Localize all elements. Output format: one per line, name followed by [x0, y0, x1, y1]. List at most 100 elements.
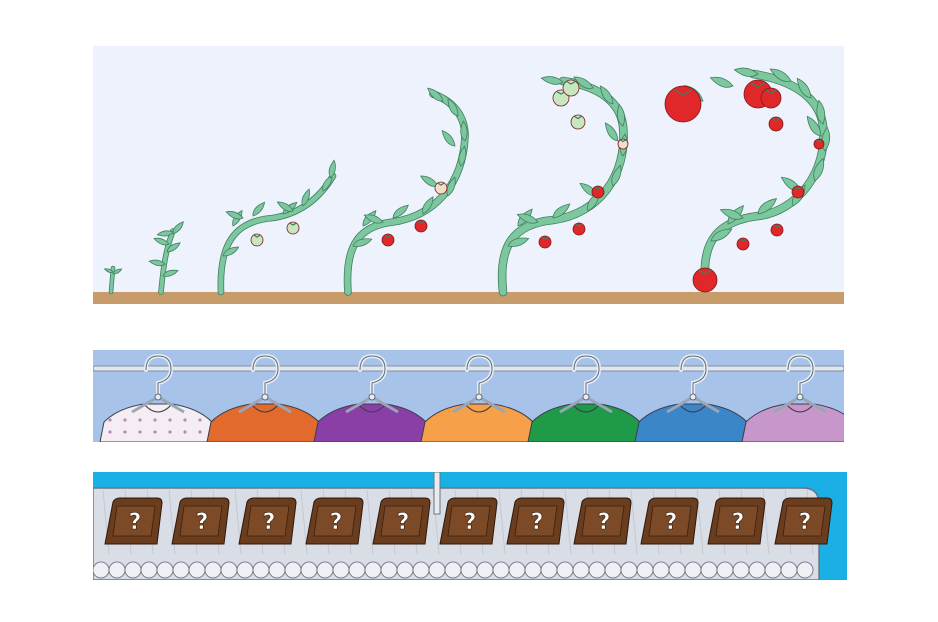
chocolate-question-mark: ? — [799, 510, 812, 535]
tomato — [562, 79, 580, 97]
tomato — [572, 222, 586, 236]
stem — [498, 77, 628, 296]
tomato-calyx — [673, 89, 693, 96]
shirt-dot — [198, 430, 202, 434]
leaf — [573, 76, 594, 89]
shirt-dot — [138, 430, 142, 434]
roller — [412, 561, 430, 579]
tomato-calyx — [620, 139, 626, 143]
chocolate-face — [179, 505, 223, 537]
shirt-dot — [198, 418, 202, 422]
roller — [108, 561, 126, 579]
closet-panel — [93, 350, 844, 442]
chocolate-face — [648, 505, 692, 537]
roller — [364, 561, 382, 579]
roller — [236, 561, 254, 579]
roller — [268, 561, 286, 579]
chocolate-bar: ? — [104, 497, 163, 545]
roller — [188, 561, 206, 579]
chocolate-bar: ? — [171, 497, 230, 545]
roller — [524, 561, 542, 579]
leaf — [813, 157, 825, 182]
tomato-calyx — [384, 234, 392, 238]
tomato-calyx — [698, 269, 712, 275]
tomato-calyx — [253, 234, 261, 238]
chocolate-face — [715, 505, 759, 537]
roller — [492, 561, 510, 579]
belt-stripe — [564, 489, 572, 555]
stem — [218, 173, 336, 295]
soil-strip — [93, 292, 844, 304]
chocolate-bar: ? — [640, 497, 699, 545]
leaf — [222, 246, 240, 257]
tomato — [538, 235, 552, 249]
shirt-dot — [123, 430, 127, 434]
leaf — [172, 221, 184, 235]
hanger-hook-outline — [680, 355, 707, 395]
tomato — [434, 181, 448, 195]
roller — [668, 561, 686, 579]
leaf — [441, 130, 456, 147]
tomato-calyx — [794, 186, 802, 190]
roller — [380, 561, 398, 579]
leaf — [446, 176, 456, 197]
tomato-calyx — [289, 222, 297, 226]
leaf — [422, 195, 434, 215]
roller — [684, 561, 702, 579]
leaf — [611, 164, 622, 187]
tomato — [414, 219, 428, 233]
tomato — [381, 233, 395, 247]
shirt-collar — [678, 403, 708, 413]
roller — [348, 561, 366, 579]
hanger-knob — [689, 393, 697, 401]
tomato — [813, 138, 825, 150]
chocolate-bar: ? — [305, 497, 364, 545]
chocolate-question-mark: ? — [330, 510, 343, 535]
chocolate-bar: ? — [573, 497, 632, 545]
leaf — [552, 203, 571, 219]
roller — [764, 561, 782, 579]
roller — [396, 561, 414, 579]
belt-stripe — [498, 489, 506, 555]
roller — [444, 561, 462, 579]
shirt-on-hanger — [527, 353, 645, 442]
roller — [220, 561, 238, 579]
shirt-on-hanger — [99, 353, 217, 442]
roller — [556, 561, 574, 579]
hanger-knob — [368, 393, 376, 401]
roller — [572, 561, 590, 579]
conveyor-illustration: ??????????? — [93, 472, 833, 580]
leaf — [516, 213, 539, 224]
leaf — [103, 268, 114, 273]
belt-stripe — [366, 489, 374, 555]
tomato-calyx — [556, 91, 566, 95]
chocolate-face — [112, 505, 156, 537]
roller — [716, 561, 734, 579]
tomato-calyx — [437, 182, 445, 186]
roller — [636, 561, 654, 579]
roller — [300, 561, 318, 579]
leaf — [796, 77, 812, 99]
hanger-hook-outline — [573, 355, 600, 395]
tomato-growth-panel — [93, 46, 844, 304]
shirt — [99, 403, 217, 442]
hanger-knob — [261, 393, 269, 401]
shirt — [634, 403, 752, 442]
chocolate-question-mark: ? — [531, 510, 544, 535]
leaf — [392, 204, 409, 219]
tomato-calyx — [575, 223, 583, 227]
shirt — [313, 403, 431, 442]
conveyor-panel: ??????????? — [93, 472, 847, 580]
tomato — [770, 223, 784, 237]
tomato-calyx — [739, 238, 747, 242]
roller — [796, 561, 814, 579]
shirt-dot — [108, 430, 112, 434]
chocolate-face — [514, 505, 558, 537]
leaf — [769, 68, 792, 82]
roller — [780, 561, 798, 579]
roller — [700, 561, 718, 579]
chocolate-question-mark: ? — [598, 510, 611, 535]
roller — [428, 561, 446, 579]
chocolate-face — [380, 505, 424, 537]
tomato-calyx — [574, 115, 582, 120]
